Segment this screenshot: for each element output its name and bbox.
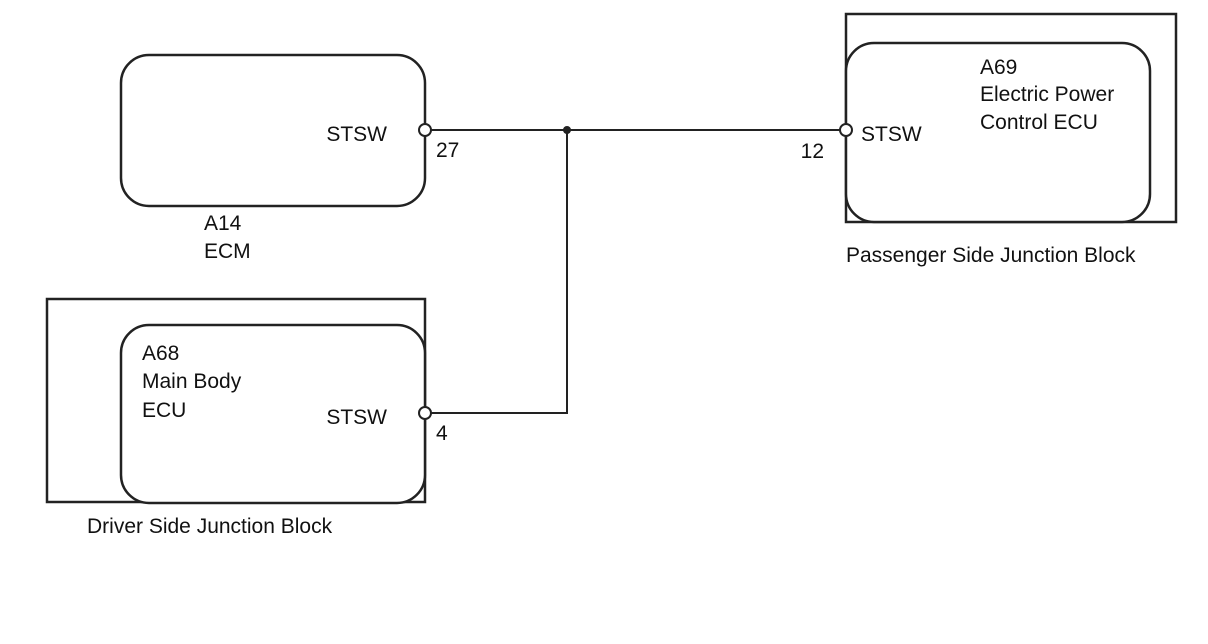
- main-body-ecu-pin-connector: [418, 406, 432, 420]
- main-body-ecu-code-label: A68: [142, 342, 179, 365]
- epc-ecu-pin-number: 12: [801, 140, 824, 163]
- main-body-ecu-pin-number: 4: [436, 422, 448, 445]
- splice-point: [563, 126, 571, 134]
- ecm-code-label: A14: [204, 212, 242, 235]
- ecm-pin-connector: [418, 123, 432, 137]
- main-body-ecu-name-line2: ECU: [142, 399, 186, 422]
- ecm-pin-number: 27: [436, 139, 459, 162]
- epc-ecu-terminal-label: STSW: [861, 123, 922, 146]
- wire-junction-to-main-body-ecu: [431, 130, 568, 414]
- epc-ecu-code-label: A69: [980, 56, 1017, 79]
- epc-ecu-name-line1: Electric Power: [980, 83, 1114, 106]
- passenger-junction-block-label: Passenger Side Junction Block: [846, 244, 1136, 267]
- main-body-ecu-name-line1: Main Body: [142, 370, 242, 393]
- ecm-name-label: ECM: [204, 240, 251, 263]
- epc-ecu-pin-connector: [839, 123, 853, 137]
- ecm-terminal-label: STSW: [326, 123, 387, 146]
- main-body-ecu-terminal-label: STSW: [326, 406, 387, 429]
- driver-junction-block-label: Driver Side Junction Block: [87, 515, 333, 538]
- epc-ecu-name-line2: Control ECU: [980, 111, 1098, 134]
